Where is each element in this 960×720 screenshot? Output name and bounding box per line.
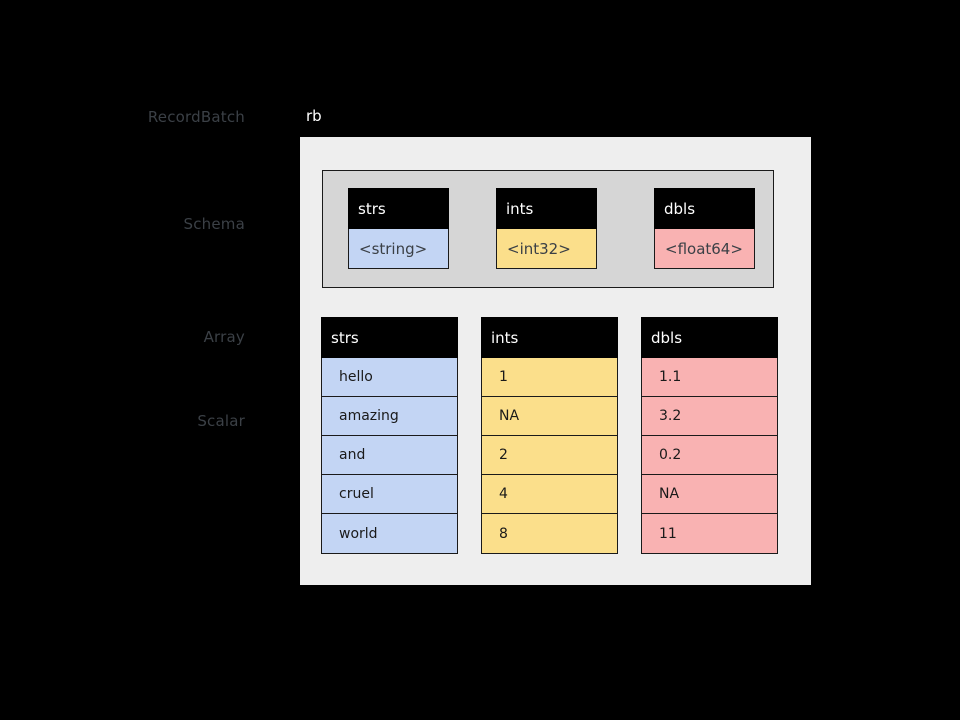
array-column-header: ints xyxy=(481,317,618,358)
arrow-array xyxy=(272,336,321,338)
array-column-body: hello amazing and cruel world xyxy=(321,358,458,554)
schema-field-type: <int32> xyxy=(496,229,597,269)
array-cell: cruel xyxy=(322,475,457,514)
label-recordbatch: RecordBatch xyxy=(147,108,245,126)
schema-field-name: dbls xyxy=(654,188,755,229)
array-cell: 1.1 xyxy=(642,358,777,397)
array-column-header: strs xyxy=(321,317,458,358)
array-cell: hello xyxy=(322,358,457,397)
array-cell: 0.2 xyxy=(642,436,777,475)
array-cell: amazing xyxy=(322,397,457,436)
array-column-dbls: dbls 1.1 3.2 0.2 NA 11 xyxy=(641,317,778,554)
array-column-strs: strs hello amazing and cruel world xyxy=(321,317,458,554)
schema-field-strs: strs <string> xyxy=(348,188,449,269)
array-cell: and xyxy=(322,436,457,475)
arrow-schema xyxy=(272,222,320,224)
schema-field-ints: ints <int32> xyxy=(496,188,597,269)
array-column-body: 1 NA 2 4 8 xyxy=(481,358,618,554)
array-cell: 4 xyxy=(482,475,617,514)
label-array: Array xyxy=(203,328,245,346)
label-schema: Schema xyxy=(183,215,245,233)
label-scalar: Scalar xyxy=(197,412,245,430)
schema-field-name: strs xyxy=(348,188,449,229)
array-column-header: dbls xyxy=(641,317,778,358)
array-cell: NA xyxy=(642,475,777,514)
schema-field-type: <string> xyxy=(348,229,449,269)
array-cell: world xyxy=(339,525,378,542)
recordbatch-variable-name: rb xyxy=(306,107,322,125)
recordbatch-container: strs <string> ints <int32> dbls <float64… xyxy=(300,137,811,585)
array-cell: 8 xyxy=(499,525,508,542)
schema-field-name: ints xyxy=(496,188,597,229)
array-cell: NA xyxy=(482,397,617,436)
array-cell: 2 xyxy=(482,436,617,475)
array-cell: 1 xyxy=(482,358,617,397)
schema-field-type: <float64> xyxy=(654,229,755,269)
array-cell: 3.2 xyxy=(642,397,777,436)
array-column-ints: ints 1 NA 2 4 8 xyxy=(481,317,618,554)
schema-field-dbls: dbls <float64> xyxy=(654,188,755,269)
array-column-body: 1.1 3.2 0.2 NA 11 xyxy=(641,358,778,554)
schema-box: strs <string> ints <int32> dbls <float64… xyxy=(322,170,774,288)
array-cell: 11 xyxy=(659,525,677,542)
